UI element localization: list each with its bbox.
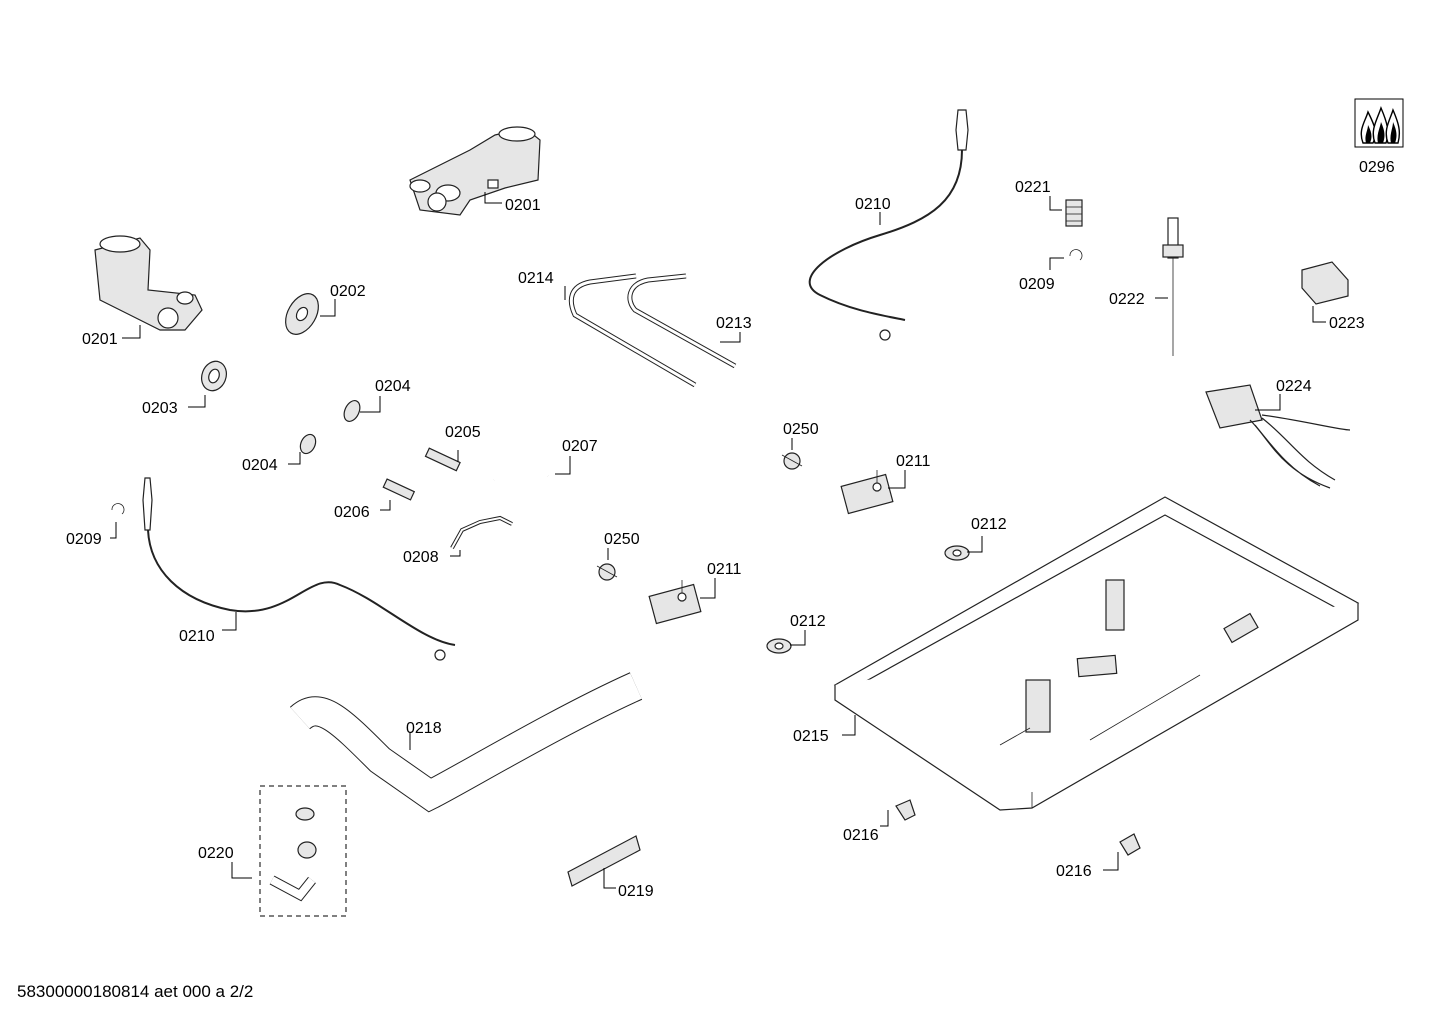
label-0216-left: 0216 — [843, 827, 879, 844]
label-0202: 0202 — [330, 283, 366, 300]
label-0214: 0214 — [518, 270, 554, 287]
ignition-electrode — [1162, 217, 1184, 356]
gas-valve-left — [648, 580, 702, 625]
label-0203: 0203 — [142, 400, 178, 417]
label-0211-right: 0211 — [896, 453, 931, 470]
label-0206: 0206 — [334, 504, 370, 521]
label-0250-left: 0250 — [604, 531, 640, 548]
label-0213: 0213 — [716, 315, 752, 332]
knob-seal-right — [944, 545, 970, 561]
label-0219: 0219 — [618, 883, 654, 900]
knob-seal-left — [766, 638, 792, 654]
burner-body-left — [94, 235, 203, 331]
clip-0216-right — [1119, 833, 1141, 856]
nozzle-part-b — [299, 433, 317, 455]
holder-0250-right — [781, 452, 803, 470]
label-0201-left: 0201 — [82, 331, 118, 348]
ignition-module — [1301, 261, 1349, 305]
clip-0209-left — [111, 503, 125, 515]
label-0207: 0207 — [562, 438, 598, 455]
label-0220: 0220 — [198, 845, 234, 862]
gas-valve-right — [840, 470, 894, 515]
label-0212-left: 0212 — [790, 613, 826, 630]
label-0221: 0221 — [1015, 179, 1051, 196]
label-0296: 0296 — [1359, 159, 1395, 176]
flame-icon — [1354, 98, 1404, 148]
clip-0209-right — [1069, 249, 1083, 261]
label-0222: 0222 — [1109, 291, 1145, 308]
label-0211-left: 0211 — [707, 561, 742, 578]
thermocouple-top — [808, 109, 969, 341]
mains-connector — [1205, 384, 1351, 489]
injector-part-0205 — [424, 447, 461, 472]
label-0212-right: 0212 — [971, 516, 1007, 533]
hob-tray — [833, 496, 1360, 811]
holder-0250-left — [596, 563, 618, 581]
label-0224: 0224 — [1276, 378, 1312, 395]
label-0204-a: 0204 — [375, 378, 411, 395]
burner-ring-part — [201, 360, 227, 392]
injector-part-0206 — [382, 478, 416, 501]
label-0210-left: 0210 — [179, 628, 215, 645]
label-0215: 0215 — [793, 728, 829, 745]
label-0201-top: 0201 — [505, 197, 541, 214]
connector-kit-0220 — [259, 785, 347, 917]
label-0250-right: 0250 — [783, 421, 819, 438]
nozzle-part-a — [343, 400, 361, 422]
label-0223: 0223 — [1329, 315, 1365, 332]
label-0209-right: 0209 — [1019, 276, 1055, 293]
burner-body-top — [409, 126, 541, 216]
label-0209-left: 0209 — [66, 531, 102, 548]
label-0216-right: 0216 — [1056, 863, 1092, 880]
thermocouple-left — [142, 477, 456, 661]
label-0205: 0205 — [445, 424, 481, 441]
clip-0216-left — [895, 799, 916, 821]
label-0210-top: 0210 — [855, 196, 891, 213]
burner-cap-part — [285, 293, 319, 335]
spring-0221 — [1065, 199, 1083, 227]
document-number: 58300000180814 aet 000 a 2/2 — [17, 982, 254, 1001]
strip-0219 — [567, 835, 641, 887]
label-0208: 0208 — [403, 549, 439, 566]
label-0218: 0218 — [406, 720, 442, 737]
label-0204-b: 0204 — [242, 457, 278, 474]
